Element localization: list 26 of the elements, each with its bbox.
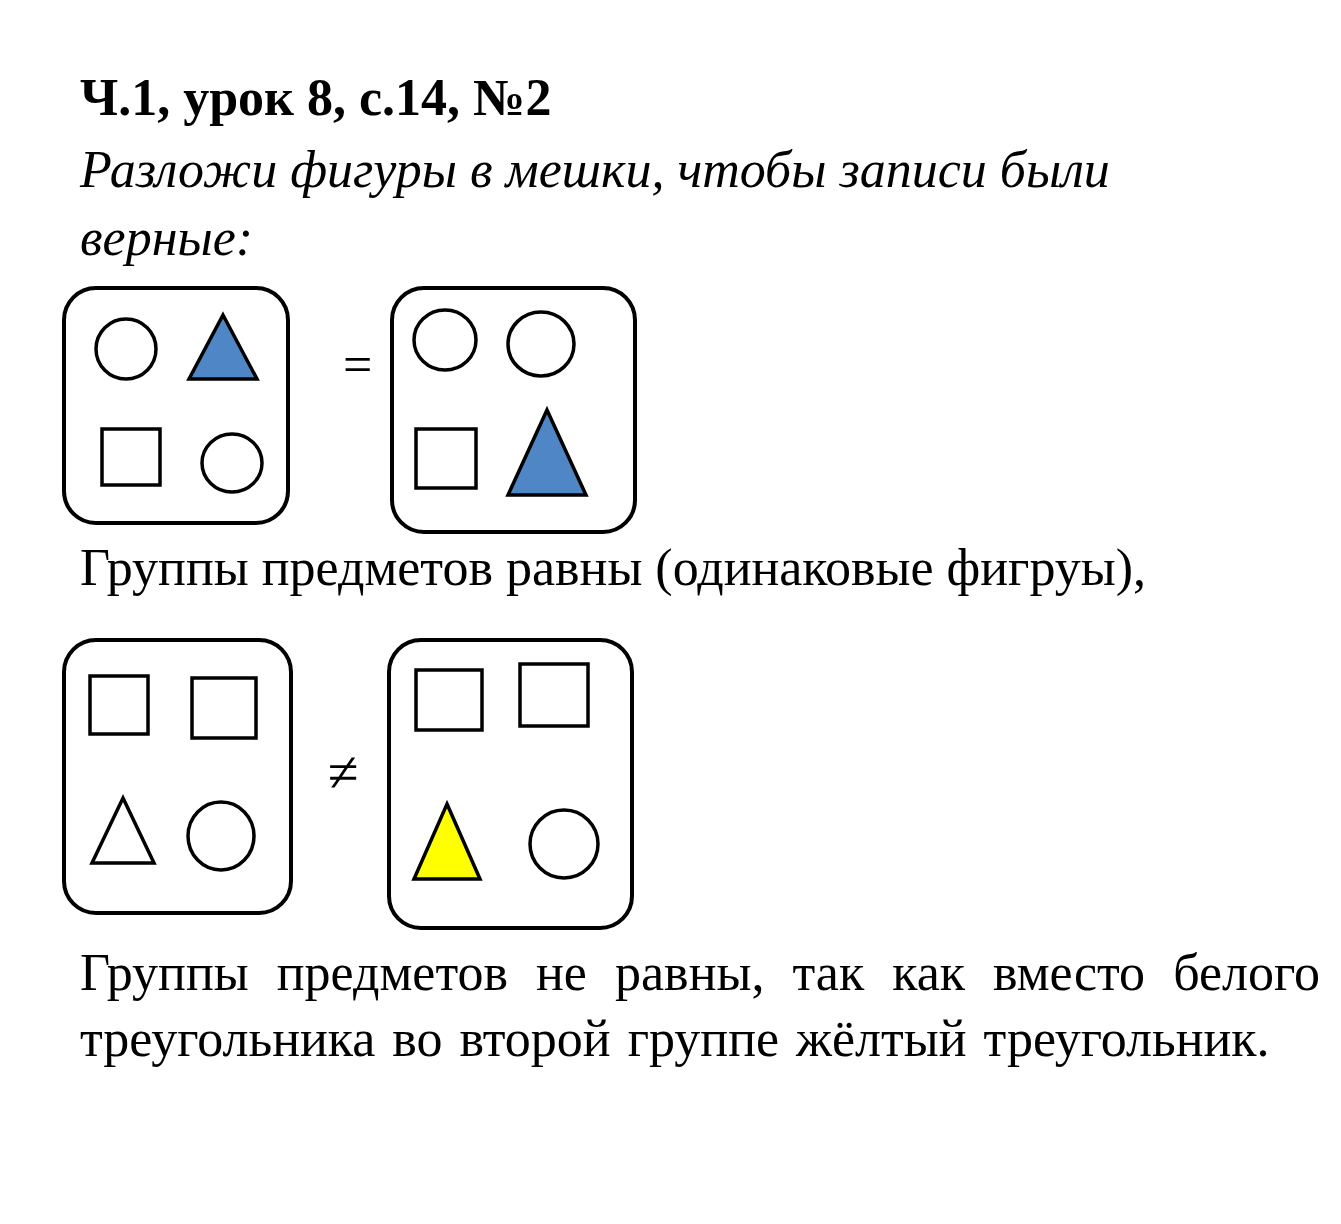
answer-text: Группы предметов не равны, так как вместо белого треугольника во второй группе жёлтый треугольник. [80, 943, 1320, 1069]
triangle-figure [412, 802, 482, 881]
triangle-figure [187, 313, 259, 381]
bag-frame [62, 286, 290, 525]
answer-text: Группы предметов равны (одинаковые фигруы), [80, 538, 1147, 597]
square-figure [100, 427, 162, 487]
square-figure [414, 427, 478, 490]
circle-figure [412, 308, 478, 372]
circle-figure [94, 317, 158, 381]
bag-frame [62, 638, 293, 915]
triangle-figure [90, 796, 156, 865]
circle-figure [200, 432, 264, 494]
bag-frame [387, 638, 634, 930]
circle-figure [506, 310, 576, 378]
square-figure [88, 674, 150, 736]
square-figure [518, 662, 590, 728]
title: Ч.1, урок 8, с.14, №2 [80, 68, 552, 127]
not-equal-sign: ≠ [328, 740, 359, 804]
bag-frame [390, 286, 637, 534]
circle-figure [528, 808, 600, 880]
triangle-figure [506, 408, 588, 497]
square-figure [190, 676, 258, 740]
task-text: Разложи фигуры в мешки, чтобы записи были верные: [80, 140, 1111, 268]
circle-figure [186, 800, 256, 872]
square-figure [414, 668, 484, 732]
equals-sign: = [343, 335, 373, 394]
